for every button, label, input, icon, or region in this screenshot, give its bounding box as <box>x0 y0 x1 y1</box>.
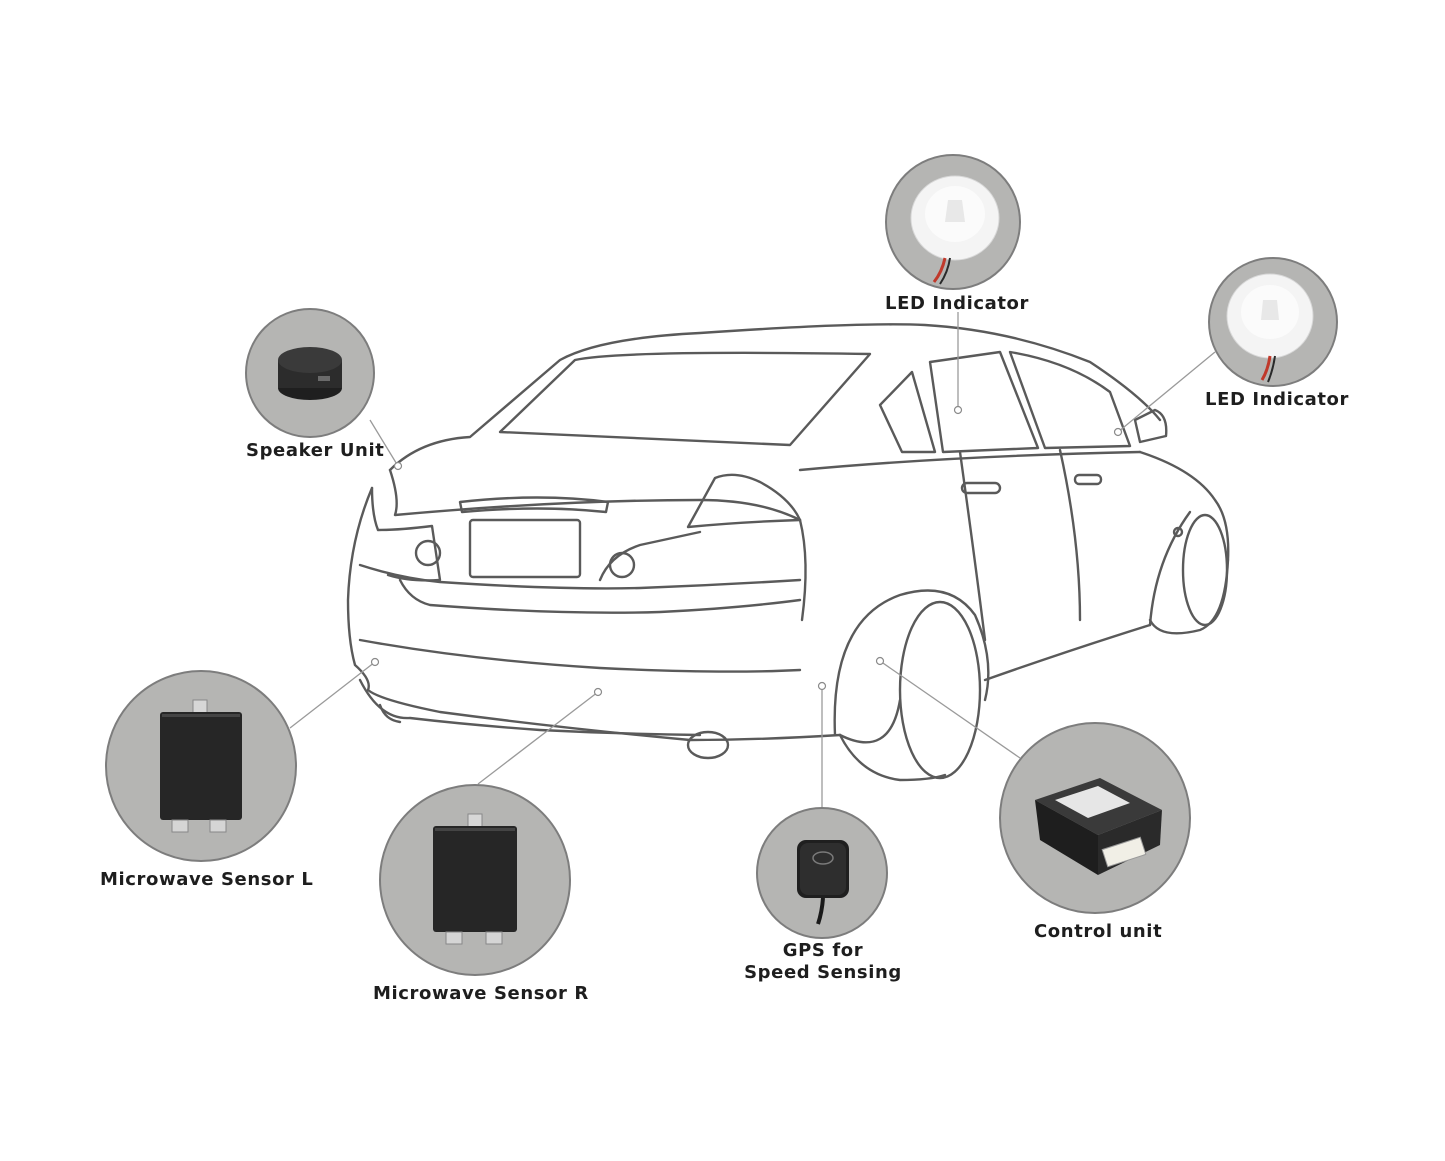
speaker-device-icon <box>278 347 342 400</box>
callout-led-indicator-right <box>1208 257 1338 387</box>
label-control-unit: Control unit <box>1034 921 1163 942</box>
callout-speaker-unit <box>245 308 375 438</box>
label-microwave-sensor-l: Microwave Sensor L <box>100 869 314 890</box>
microwave-sensor-icon <box>160 699 242 833</box>
control-unit-icon <box>1035 778 1162 875</box>
callout-gps <box>756 807 888 939</box>
label-led-indicator-right: LED Indicator <box>1205 389 1350 410</box>
label-gps-line1: GPS for <box>782 940 864 961</box>
anchor-points <box>370 405 1123 697</box>
label-speaker-unit: Speaker Unit <box>246 440 385 461</box>
label-microwave-sensor-r: Microwave Sensor R <box>373 983 589 1004</box>
microwave-sensor-icon <box>433 813 517 945</box>
label-gps: GPS for Speed Sensing <box>733 940 913 984</box>
car-outline <box>346 323 1230 782</box>
callout-microwave-sensor-r <box>379 784 571 976</box>
callout-control-unit <box>999 722 1191 914</box>
callout-led-indicator-top <box>885 154 1021 290</box>
callout-microwave-sensor-l <box>105 670 297 862</box>
led-indicator-icon <box>1226 273 1314 383</box>
leader-lines <box>289 312 1216 810</box>
label-led-indicator-top: LED Indicator <box>885 293 1030 314</box>
label-gps-line2: Speed Sensing <box>744 962 902 983</box>
led-indicator-icon <box>910 175 1000 285</box>
gps-antenna-icon <box>797 840 849 925</box>
